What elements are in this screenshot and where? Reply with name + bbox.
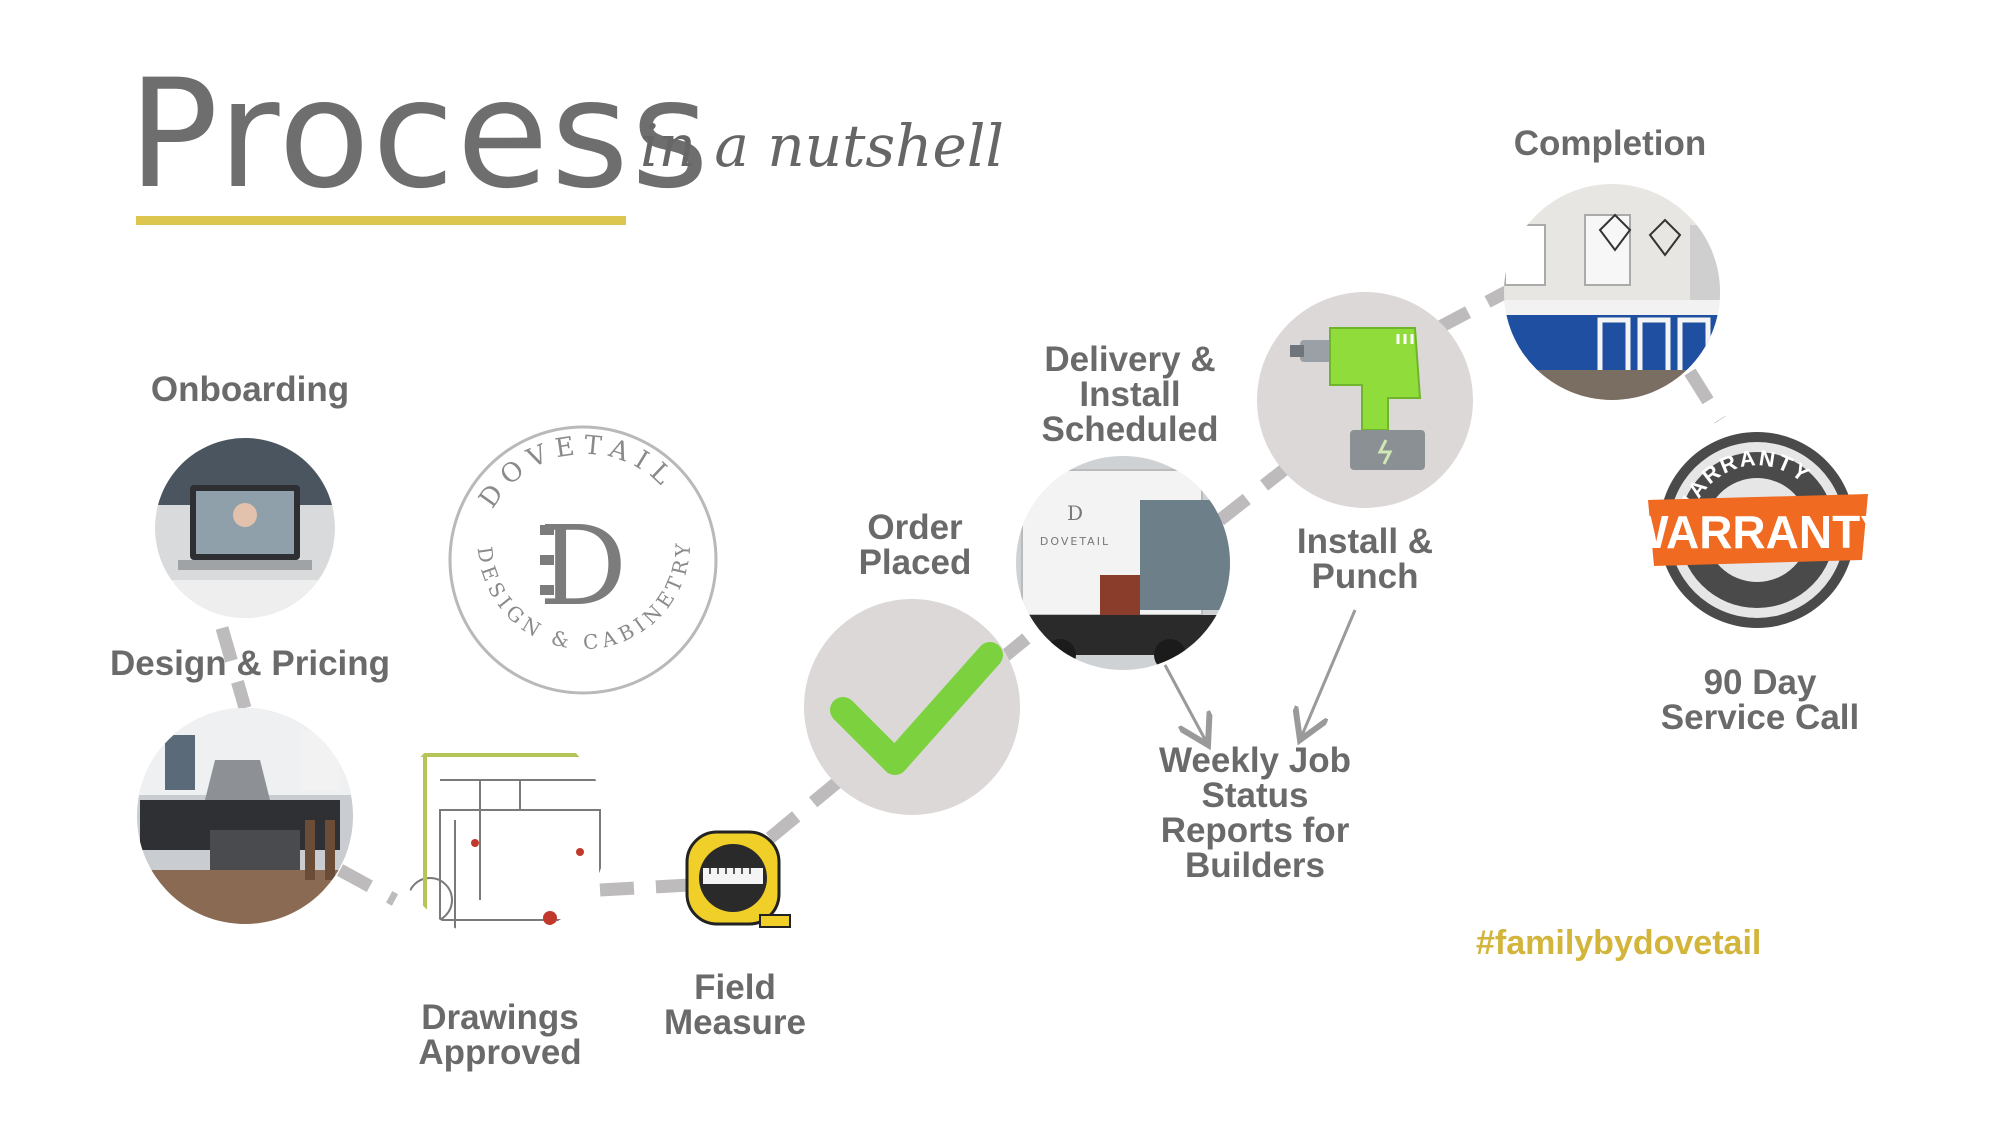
svg-text:D: D (1067, 501, 1083, 525)
label-drawings-approved: Drawings Approved (418, 998, 582, 1072)
label-weekly-reports: Weekly Job Status Reports for Builders (1159, 741, 1351, 885)
label-field-measure: Field Measure (663, 968, 807, 1042)
warranty-badge: WARRANTY WARRANTY (1625, 432, 1891, 628)
hashtag: #familybydovetail (1476, 924, 1762, 962)
tape-measure-icon (685, 830, 791, 928)
truck-brand-text: DOVETAIL (1040, 535, 1110, 548)
drill-icon (1290, 327, 1425, 470)
process-path (215, 284, 1726, 906)
title-underline (136, 216, 626, 225)
dovetail-logo: D DOVETAIL DESIGN & CABINETRY (448, 425, 718, 695)
label-service-call: 90 Day Service Call (1660, 663, 1860, 737)
drawings-image (392, 722, 608, 938)
warranty-banner-text: WARRANTY (1625, 506, 1891, 558)
page-subtitle: in a nutshell (640, 112, 1004, 180)
checkmark-icon (830, 642, 1003, 775)
label-completion: Completion (1513, 124, 1707, 163)
arrow-delivery-to-reports (1163, 664, 1208, 745)
truck-photo: D DOVETAIL (1016, 456, 1230, 670)
label-onboarding: Onboarding (150, 370, 350, 409)
kitchen-photo (137, 708, 353, 924)
label-install-punch: Install & Punch (1296, 522, 1434, 596)
label-design-pricing: Design & Pricing (109, 644, 391, 683)
order-circle (804, 599, 1020, 815)
page-title: Process (128, 48, 712, 222)
label-delivery-install: Delivery & Install Scheduled (1041, 340, 1219, 449)
arrow-install-to-reports (1300, 609, 1357, 740)
onboarding-photo (155, 438, 335, 618)
logo-monogram: D (539, 502, 627, 630)
label-order-placed: Order Placed (858, 508, 972, 582)
